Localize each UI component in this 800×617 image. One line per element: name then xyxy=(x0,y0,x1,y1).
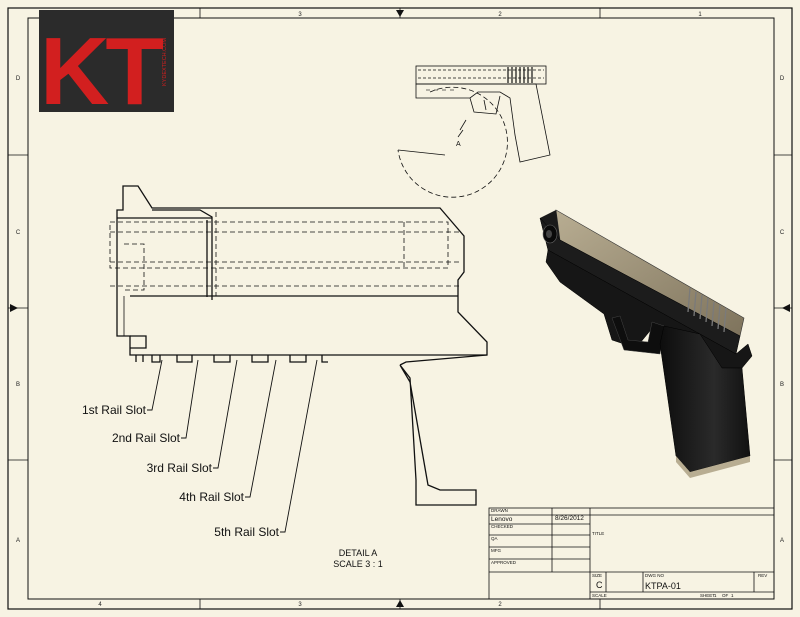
detail-title: DETAIL A xyxy=(339,548,378,558)
slide-profile xyxy=(116,185,488,356)
callout-5th-rail-slot: 5th Rail Slot xyxy=(214,525,279,539)
detail-arrow xyxy=(457,119,467,138)
pistol-magazine-base xyxy=(676,456,750,478)
tb-title-label: TITLE xyxy=(592,531,604,536)
tb-of-label: OF xyxy=(722,593,729,598)
rear-sight-block xyxy=(152,209,213,300)
hidden-lines xyxy=(109,212,462,296)
leader-slot-3 xyxy=(213,359,238,469)
zone-bottom-2: 2 xyxy=(498,602,502,608)
detail-leader xyxy=(397,149,446,156)
mini-slide xyxy=(415,65,547,85)
center-arrows xyxy=(10,10,790,607)
callout-1st-rail-slot: 1st Rail Slot xyxy=(82,403,147,417)
tb-size-label: SIZE xyxy=(592,573,602,578)
callout-4th-rail-slot: 4th Rail Slot xyxy=(179,490,244,504)
tb-qa-label: QA xyxy=(491,536,498,541)
mini-trigger-guard xyxy=(469,95,501,115)
tb-approved-label: APPROVED xyxy=(491,560,517,565)
kt-logo: KT KYDEXTECH.COM xyxy=(39,10,174,125)
tb-sheet-value: 1 xyxy=(714,593,717,598)
callout-2nd-rail-slot: 2nd Rail Slot xyxy=(112,431,181,445)
zone-top-1: 1 xyxy=(698,12,702,18)
tb-dwg-no-label: DWG NO xyxy=(645,573,664,578)
leader-slot-4 xyxy=(245,359,277,498)
zone-bottom-4: 4 xyxy=(98,602,102,608)
zone-left-c: C xyxy=(16,230,21,236)
tb-size-value: C xyxy=(596,580,603,590)
tb-of-value: 1 xyxy=(731,593,734,598)
mini-frame xyxy=(415,83,551,163)
leader-slot-5 xyxy=(280,359,318,533)
tb-sheet-label: SHEET xyxy=(700,593,715,598)
zone-left-d: D xyxy=(16,76,21,82)
leader-slot-2 xyxy=(181,359,199,439)
detail-a-view xyxy=(109,185,488,506)
pistol-3d-view xyxy=(539,209,753,478)
tb-drawn-date: 8/26/2012 xyxy=(555,515,584,522)
callout-3rd-rail-slot: 3rd Rail Slot xyxy=(147,461,213,475)
logo-site: KYDEXTECH.COM xyxy=(162,38,168,86)
trigger-guard-profile xyxy=(399,364,477,506)
zone-right-c: C xyxy=(780,230,785,236)
title-block xyxy=(488,507,775,600)
zone-bottom-3: 3 xyxy=(298,602,302,608)
zone-left-b: B xyxy=(16,382,20,388)
detail-scale: SCALE 3 : 1 xyxy=(333,559,383,569)
pistol-trigger-guard xyxy=(611,315,665,355)
tb-checked-label: CHECKED xyxy=(491,524,514,529)
zone-right-b: B xyxy=(780,382,784,388)
reference-pistol-view xyxy=(397,65,551,198)
tb-drawn-label: DRAWN xyxy=(491,508,508,513)
tb-dwg-no-value: KTPA-01 xyxy=(645,581,681,591)
logo-background xyxy=(39,10,174,112)
zone-left-a: A xyxy=(16,538,20,544)
zone-right-a: A xyxy=(780,538,784,544)
logo-text: KT xyxy=(40,18,163,125)
leader-slot-1 xyxy=(147,359,163,411)
pistol-serrations xyxy=(687,287,727,333)
tb-rev-label: REV xyxy=(758,573,767,578)
detail-marker: A xyxy=(456,141,461,148)
zone-top-2: 2 xyxy=(498,12,502,18)
tb-scale-label: SCALE xyxy=(592,593,607,598)
tb-mfg-label: MFG xyxy=(491,548,501,553)
callout-leaders xyxy=(147,359,318,533)
rail-slots xyxy=(151,355,328,363)
zone-right-d: D xyxy=(780,76,785,82)
tb-drawn-by: Lenovo xyxy=(491,516,513,523)
detail-circle xyxy=(397,86,508,198)
zone-top-3: 3 xyxy=(298,12,302,18)
